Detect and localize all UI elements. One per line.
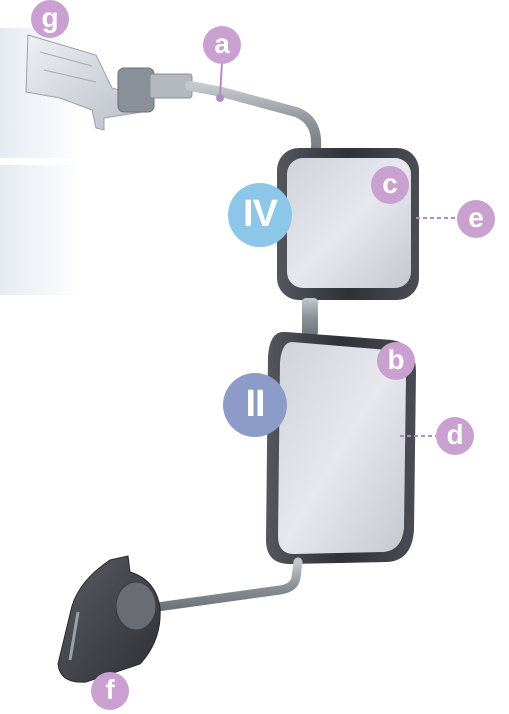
callout-g-label: g [41, 4, 58, 32]
callout-ii-label: II [245, 385, 264, 423]
callout-e-label: e [468, 204, 484, 232]
callout-ii: II [223, 373, 287, 437]
callout-f: f [91, 672, 129, 710]
callout-b: b [377, 342, 415, 380]
callout-e: e [457, 200, 495, 238]
lower-arm [150, 562, 298, 608]
callout-f-label: f [105, 676, 114, 704]
callout-b-label: b [387, 346, 404, 374]
callout-a-label: a [214, 30, 230, 58]
background-panel-bottom [0, 165, 82, 295]
callout-d-label: d [446, 421, 463, 449]
callout-d: d [436, 417, 474, 455]
callout-iv-label: IV [243, 195, 277, 233]
callout-a: a [203, 26, 241, 64]
callout-g: g [31, 0, 69, 38]
mounting-base [58, 556, 160, 682]
mirror-connector [302, 298, 318, 336]
callout-iv: IV [228, 183, 292, 247]
callout-c: c [371, 166, 409, 204]
callout-c-label: c [382, 170, 398, 198]
